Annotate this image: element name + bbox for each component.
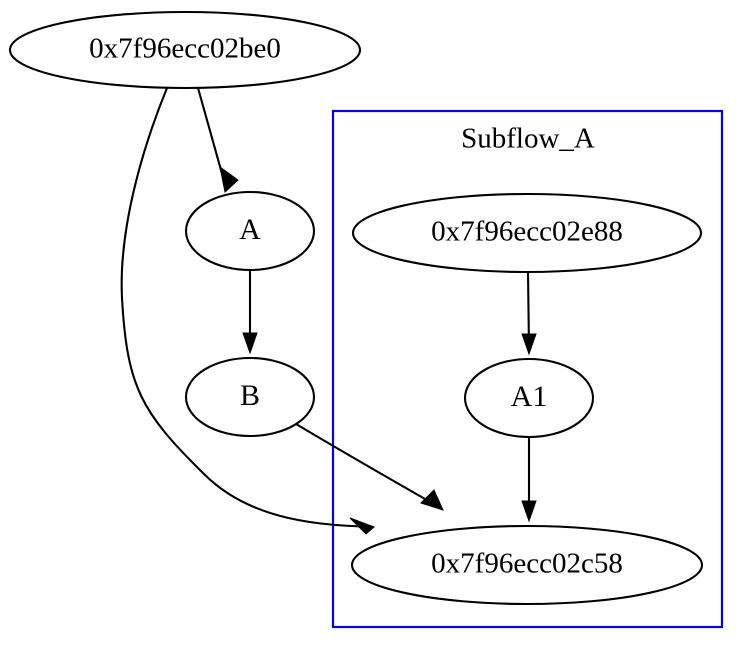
node-shape <box>350 524 704 606</box>
edge-line <box>295 423 440 508</box>
cluster-subflow-a[interactable]: Subflow_A <box>331 109 724 629</box>
node-label: 0x7f96ecc02e88 <box>431 216 623 248</box>
node-be0[interactable]: 0x7f96ecc02be0 <box>8 10 362 90</box>
arrowhead-icon <box>521 500 537 523</box>
arrowhead-icon <box>420 489 444 511</box>
node-shape <box>184 190 316 272</box>
edge-line <box>120 87 374 529</box>
node-shape <box>463 357 595 439</box>
node-label: A1 <box>511 380 548 413</box>
arrowhead-icon <box>242 332 258 355</box>
node-label: A <box>239 213 261 246</box>
node-shape <box>184 356 316 438</box>
cluster-label: Subflow_A <box>461 123 595 155</box>
cluster-layer: Subflow_A <box>331 109 724 629</box>
edge-a-to-b[interactable] <box>242 270 258 355</box>
node-shape <box>351 192 703 274</box>
arrowhead-icon <box>521 333 537 356</box>
arrowhead-icon <box>349 517 375 535</box>
edge-a1-to-c58[interactable] <box>521 437 537 523</box>
node-label: B <box>240 379 260 412</box>
node-e88[interactable]: 0x7f96ecc02e88 <box>351 192 703 274</box>
edge-be0-to-a[interactable] <box>196 87 239 193</box>
node-label: 0x7f96ecc02c58 <box>431 548 623 580</box>
node-a1[interactable]: A1 <box>463 357 595 439</box>
node-a[interactable]: A <box>184 190 316 272</box>
node-shape <box>8 10 362 90</box>
node-label: 0x7f96ecc02be0 <box>89 33 281 65</box>
edge-b-to-c58[interactable] <box>295 423 444 511</box>
edge-layer <box>120 87 537 535</box>
cluster-border <box>331 109 724 629</box>
edge-e88-to-a1[interactable] <box>521 271 537 356</box>
arrowhead-icon <box>219 165 239 193</box>
node-b[interactable]: B <box>184 356 316 438</box>
node-c58[interactable]: 0x7f96ecc02c58 <box>350 524 704 606</box>
edge-be0-to-c58[interactable] <box>120 87 375 535</box>
